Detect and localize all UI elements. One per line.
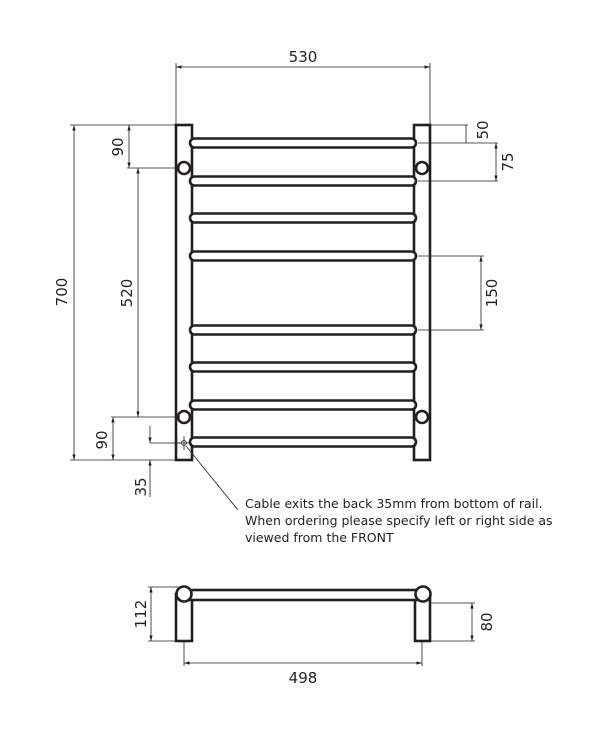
bracket-icon: [175, 585, 193, 603]
rail: [188, 175, 418, 187]
bracket-icon: [414, 409, 430, 425]
rail: [188, 361, 418, 373]
dim-overall-height: 700: [53, 278, 71, 307]
note-leader-line: [185, 445, 239, 511]
bracket-icon: [414, 160, 430, 176]
note-line: When ordering please specify left or rig…: [245, 513, 553, 528]
rail: [188, 324, 418, 336]
rail: [188, 137, 418, 149]
rail: [188, 399, 418, 411]
dim-cable-exit-height: 35: [132, 477, 150, 496]
rail: [188, 250, 418, 262]
side-rail: [182, 588, 425, 602]
dim-total-depth: 112: [132, 600, 150, 629]
dim-bracket-spacing: 520: [118, 279, 136, 308]
left-post: [174, 123, 194, 462]
dim-top-bracket-offset: 90: [109, 137, 127, 156]
rails: [188, 137, 418, 448]
right-post: [412, 123, 432, 462]
rail: [188, 212, 418, 224]
dim-bracket-centres: 498: [289, 669, 318, 687]
cable-exit-note: Cable exits the back 35mm from bottom of…: [245, 495, 553, 546]
dim-overall-width: 530: [289, 48, 318, 66]
front-view: 530 700 90 520 90 35 50 75: [53, 48, 517, 511]
dim-rail-gap-middle: 150: [483, 279, 501, 308]
rail: [188, 436, 418, 448]
side-view: 112 80 498: [132, 585, 496, 687]
dim-top-rail-offset: 50: [474, 120, 492, 139]
dim-bottom-bracket-offset: 90: [93, 430, 111, 449]
note-line: Cable exits the back 35mm from bottom of…: [245, 496, 543, 511]
bracket-icon: [414, 585, 432, 603]
dim-wall-to-rail: 80: [478, 612, 496, 631]
note-line: viewed from the FRONT: [245, 530, 394, 545]
dim-rail-spacing-top: 75: [499, 152, 517, 171]
